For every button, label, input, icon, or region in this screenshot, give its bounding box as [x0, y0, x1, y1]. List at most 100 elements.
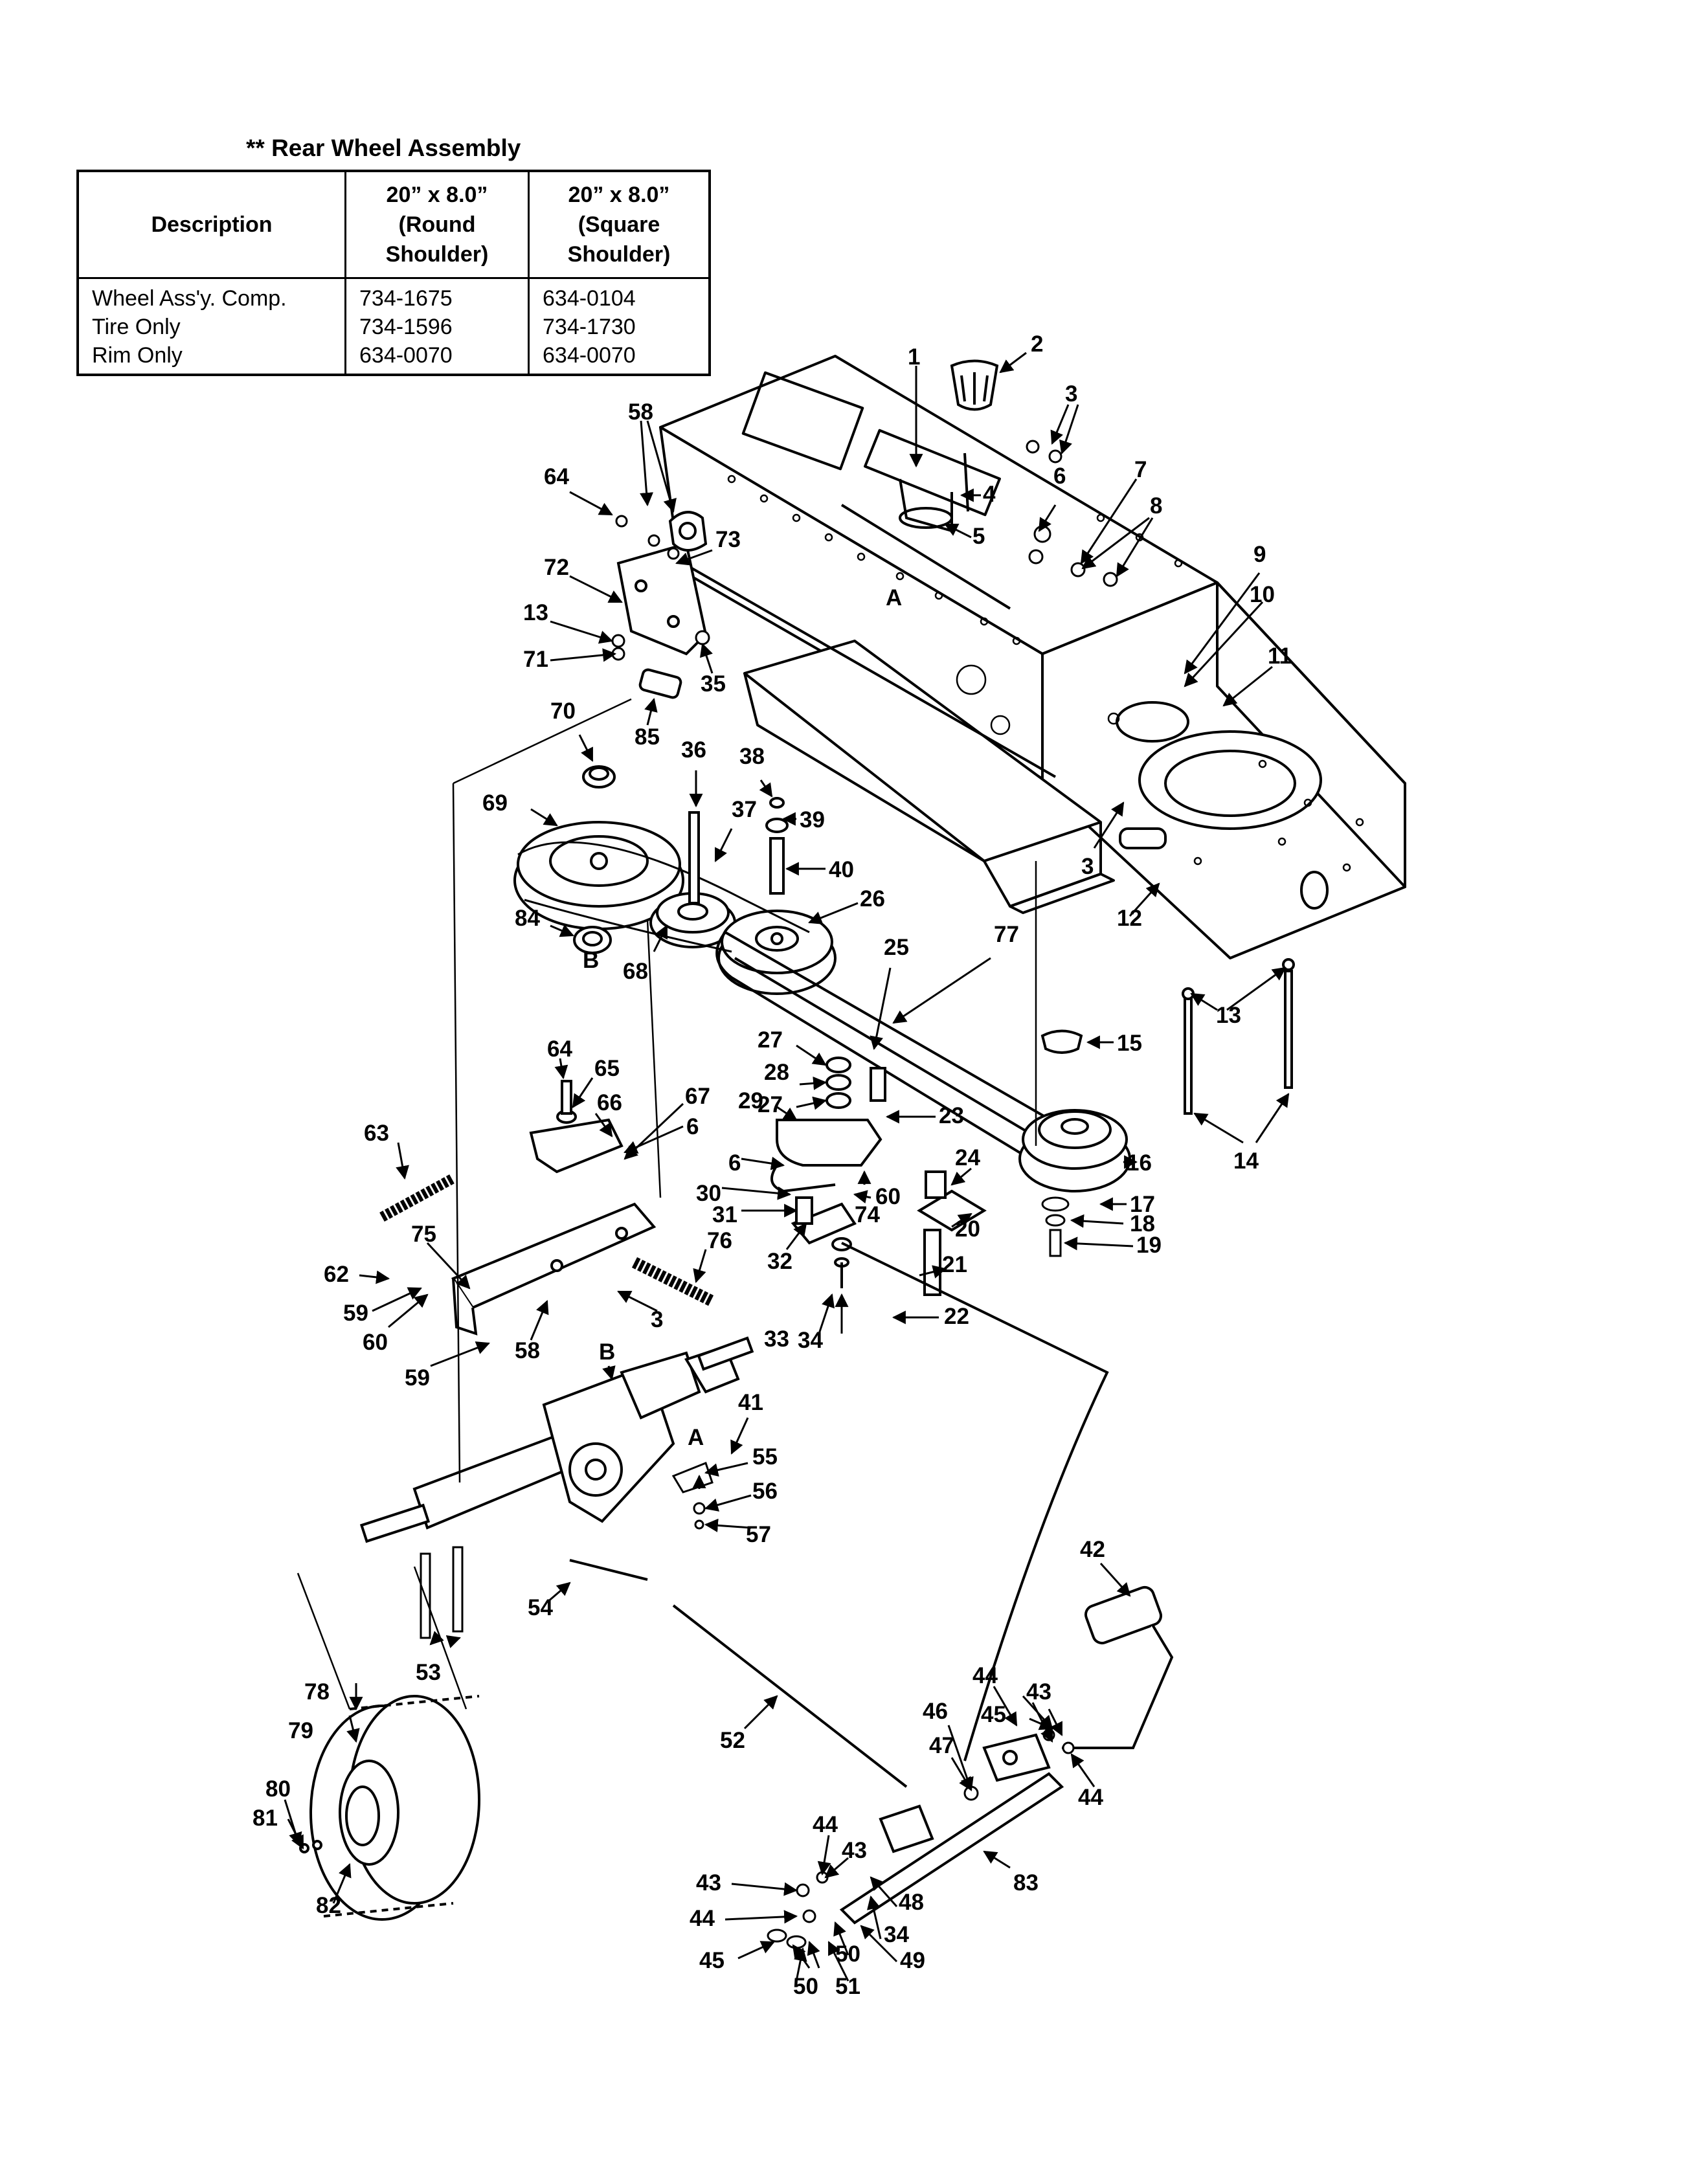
pulley-16: [1018, 1109, 1131, 1192]
spring-76: [631, 1257, 715, 1307]
rear-wheel-table: Description 20” x 8.0” (Round Shoulder) …: [76, 170, 711, 376]
callout-label: 45: [981, 1702, 1006, 1727]
callout-label: 45: [699, 1948, 725, 1973]
callout-label: 37: [732, 797, 757, 822]
callout-label: 15: [1117, 1031, 1142, 1056]
callout-label: 23: [939, 1103, 964, 1128]
callout-label: 49: [900, 1948, 925, 1973]
callout-label: 46: [923, 1699, 948, 1724]
callout-label: 10: [1250, 582, 1275, 607]
callout-label: 36: [681, 737, 706, 763]
callout-label: 31: [712, 1202, 737, 1227]
clutch-bracket-75: [451, 1202, 657, 1336]
callout-label: 13: [523, 600, 548, 625]
table-title: ** Rear Wheel Assembly: [246, 135, 521, 161]
callout-label: A: [688, 1425, 704, 1450]
callout-label: 79: [288, 1718, 313, 1743]
callout-label: 78: [304, 1679, 330, 1705]
callout-label: 58: [515, 1338, 540, 1363]
table-cell: Rim Only: [76, 341, 346, 375]
frame-holes: [727, 475, 1364, 872]
callout-label: 12: [1117, 906, 1142, 931]
callout-label: 14: [1233, 1148, 1259, 1174]
callout-label: 1: [908, 344, 920, 370]
callout-label: 43: [696, 1870, 721, 1896]
callout-label: 18: [1130, 1211, 1155, 1236]
callout-label: 43: [842, 1838, 867, 1863]
idler-pulley-68: [649, 892, 736, 948]
callout-label: A: [886, 585, 902, 610]
hardware-17-19: [1041, 1196, 1070, 1257]
callout-label: 8: [1150, 493, 1162, 519]
callout-label: 19: [1136, 1233, 1162, 1258]
callout-label: 35: [701, 671, 726, 697]
callout-label: 50: [835, 1941, 860, 1967]
table-row: Wheel Ass'y. Comp. 734-1675 634-0104: [76, 278, 711, 313]
callout-label: 2: [1031, 331, 1043, 357]
callout-label: 27: [758, 1027, 783, 1053]
callout-label: 34: [884, 1922, 909, 1947]
callout-label: B: [583, 948, 599, 973]
callout-label: 3: [1081, 854, 1094, 879]
callout-label: 7: [1134, 457, 1147, 482]
callout-label: 64: [544, 464, 569, 489]
shafts: [688, 797, 789, 904]
transaxle: [359, 1336, 754, 1543]
callout-label: 44: [813, 1812, 838, 1837]
callout-label: 72: [544, 555, 569, 580]
callout-label: 21: [942, 1252, 967, 1277]
callout-label: 9: [1253, 542, 1266, 567]
column-header-square-shoulder: 20” x 8.0” (Square Shoulder): [528, 170, 711, 279]
spring-54: [569, 1559, 648, 1581]
callout-label: 6: [686, 1114, 699, 1139]
callout-label: 60: [363, 1330, 388, 1355]
callout-label: 76: [707, 1228, 732, 1253]
callout-label: 13: [1216, 1003, 1241, 1028]
callout-label: 58: [628, 399, 653, 425]
callout-label: 26: [860, 886, 885, 912]
callout-label: 16: [1127, 1150, 1152, 1176]
callout-label: 85: [635, 724, 660, 750]
leader-arrows: [284, 352, 1290, 1982]
callout-label: 27: [758, 1092, 783, 1117]
callout-label: 53: [416, 1660, 441, 1685]
callout-label: 42: [1080, 1537, 1105, 1562]
callout-label: 84: [515, 906, 540, 931]
callout-label: 55: [752, 1444, 778, 1470]
callout-label: 52: [720, 1728, 745, 1753]
idler-15: [1040, 1029, 1083, 1054]
callout-label: 50: [793, 1974, 818, 1999]
callout-label: 75: [411, 1222, 436, 1247]
column-header-round-shoulder: 20” x 8.0” (Round Shoulder): [344, 170, 530, 279]
table-cell: 734-1675: [344, 278, 530, 313]
rods-13-14: [1182, 958, 1295, 1115]
table-row: Tire Only 734-1596 734-1730: [76, 313, 711, 341]
pulley-26: [717, 910, 837, 995]
table-cell: 634-0070: [344, 341, 530, 375]
spring-63: [379, 1173, 456, 1222]
callout-label: 77: [994, 922, 1019, 947]
nut-70: [582, 765, 616, 789]
frame: [659, 355, 1406, 959]
callout-label: 34: [798, 1328, 823, 1353]
callout-label: 59: [405, 1365, 430, 1391]
clutch-bracket-66: [529, 1080, 624, 1174]
callout-label: 48: [899, 1890, 924, 1915]
callout-label: 83: [1013, 1870, 1039, 1896]
callout-label: 81: [253, 1806, 278, 1831]
callout-label: 29: [738, 1088, 763, 1113]
callout-label: 73: [715, 527, 741, 552]
callout-label: 30: [696, 1181, 721, 1206]
callout-labels: 1 2 3 4 5 6 7 8 9 10 11 58 64 73 72 13 7…: [253, 331, 1292, 1999]
callout-label: 4: [983, 482, 996, 507]
table-cell: 734-1596: [344, 313, 530, 341]
callout-label: 38: [739, 744, 765, 769]
callout-label: 6: [1053, 464, 1066, 489]
callout-label: 44: [690, 1906, 715, 1931]
callout-label: 67: [685, 1084, 710, 1109]
table-cell: 634-0070: [528, 341, 711, 375]
left-bracket: [616, 511, 708, 699]
idler-bracket-23: [770, 1057, 886, 1193]
callout-label: 17: [1130, 1192, 1155, 1217]
callout-label: 28: [764, 1060, 789, 1085]
